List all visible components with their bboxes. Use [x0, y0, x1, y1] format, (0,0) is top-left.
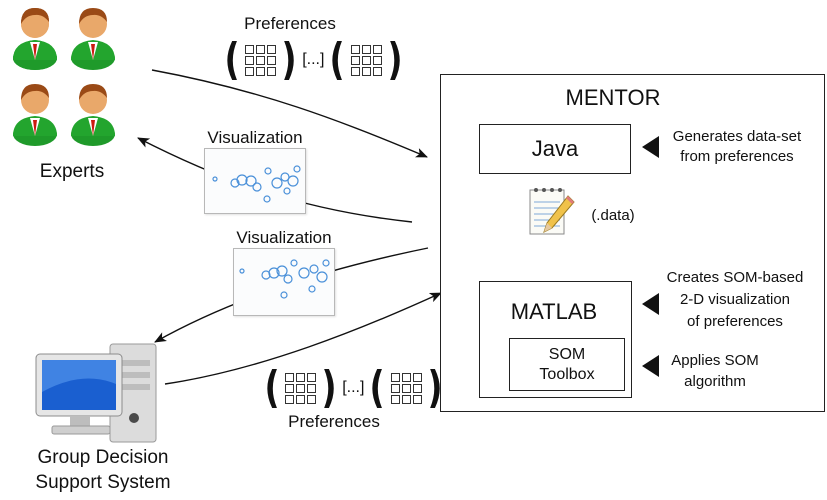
som-note-line1: Applies SOM — [671, 352, 759, 369]
arrow-gdss-to-mentor — [164, 292, 442, 385]
experts-group — [8, 2, 128, 150]
java-note-line1: Generates data-set — [672, 128, 802, 145]
matrix-icon — [245, 44, 277, 76]
java-note-line2: from preferences — [680, 148, 794, 165]
visualization-top-panel — [204, 148, 306, 214]
som-label: SOM — [548, 346, 586, 363]
pointer-triangle-icon — [642, 136, 659, 158]
arrow-experts-to-mentor — [151, 69, 428, 158]
scatter-points — [239, 259, 330, 299]
preferences-bottom-matrices: ( ) [...] ( ) — [264, 362, 443, 413]
gdss-label-line2: Support System — [35, 472, 171, 493]
visualization-bottom-label: Visualization — [236, 228, 332, 247]
preferences-bottom-label: Preferences — [288, 412, 380, 431]
java-label: Java — [531, 136, 579, 161]
java-box: Java — [479, 124, 631, 174]
notepad-icon — [522, 184, 578, 240]
preferences-top-matrices: ( ) [...] ( ) — [224, 34, 403, 85]
preferences-top-ellipsis: [...] — [302, 51, 325, 68]
visualization-bottom-panel — [233, 248, 335, 316]
preferences-top-label: Preferences — [244, 14, 336, 33]
pointer-triangle-icon — [642, 293, 659, 315]
toolbox-label: Toolbox — [539, 366, 595, 383]
gdss-label-line1: Group Decision — [37, 447, 169, 468]
mentor-title: MENTOR — [565, 85, 661, 110]
matlab-note-line2: 2-D visualization — [679, 291, 791, 308]
scatter-points — [212, 165, 301, 203]
computer-icon — [22, 340, 172, 445]
som-note-line2: algorithm — [684, 373, 746, 390]
preferences-bottom-ellipsis: [...] — [342, 379, 365, 396]
experts-icon — [13, 8, 115, 146]
matlab-note-line1: Creates SOM-based — [666, 269, 804, 286]
matlab-label: MATLAB — [510, 299, 598, 324]
pointer-triangle-icon — [642, 355, 659, 377]
matrix-icon — [390, 372, 422, 404]
experts-label: Experts — [39, 161, 105, 182]
som-toolbox-box: SOM Toolbox — [509, 338, 625, 391]
matrix-icon — [350, 44, 382, 76]
matlab-note-line3: of preferences — [687, 313, 783, 330]
visualization-top-label: Visualization — [207, 128, 303, 147]
data-file-label: (.data) — [591, 207, 635, 224]
matrix-icon — [285, 372, 317, 404]
